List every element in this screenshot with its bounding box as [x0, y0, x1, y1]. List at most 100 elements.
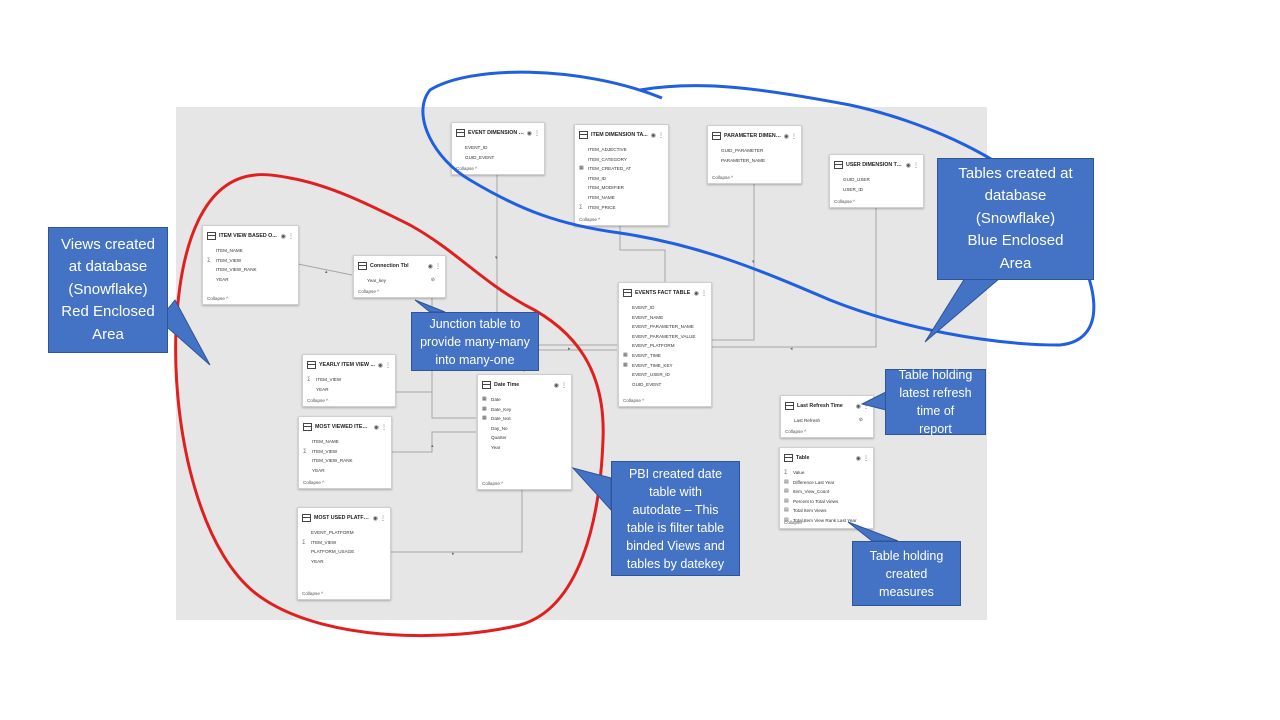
table-card[interactable]: MOST USED PLATFO...◉⋮ EVENT_PLATFORM∑ITEM… [297, 507, 391, 600]
field-item[interactable]: ∑ITEM_PRICE [579, 203, 668, 213]
more-options-icon[interactable]: ⋮ [385, 362, 391, 369]
more-options-icon[interactable]: ⋮ [435, 263, 441, 270]
field-item[interactable]: ▤Total Item Views [784, 506, 873, 516]
field-item[interactable]: ITEM_ADJECTIVE [588, 145, 668, 155]
eye-icon[interactable]: ◉ [526, 130, 532, 137]
collapse-button[interactable]: Collapse ^ [482, 481, 504, 486]
more-options-icon[interactable]: ⋮ [863, 403, 869, 410]
table-header[interactable]: MOST VIEWED ITEM ...◉⋮ [299, 417, 391, 434]
collapse-button[interactable]: Collapse ^ [579, 217, 601, 222]
collapse-button[interactable]: Collapse ^ [456, 166, 478, 171]
table-header[interactable]: EVENT DIMENSION T...◉⋮ [452, 123, 544, 140]
field-item[interactable]: ▤Total Item View Rank Last Year [784, 516, 873, 526]
collapse-button[interactable]: Collapse ^ [712, 175, 734, 180]
collapse-button[interactable]: Collapse ^ [784, 520, 806, 525]
field-item[interactable]: ITEM_CATEGORY [588, 155, 668, 165]
more-options-icon[interactable]: ⋮ [658, 132, 664, 139]
table-card[interactable]: Last Refresh Time◉⋮ Last Refresh⊘ Collapse… [780, 395, 874, 438]
field-item[interactable]: Quarter [491, 433, 571, 443]
table-header[interactable]: Connection Tbl◉⋮ [354, 256, 445, 273]
field-item[interactable]: ∑Value [784, 468, 873, 478]
field-item[interactable]: EVENT_USER_ID [632, 370, 711, 380]
field-item[interactable]: EVENT_PLATFORM [311, 528, 390, 538]
field-item[interactable]: ITEM_NAME [588, 193, 668, 203]
field-item[interactable]: Last Refresh⊘ [794, 416, 873, 426]
field-item[interactable]: ▦ITEM_CREATED_AT [579, 164, 668, 174]
field-item[interactable]: ∑ITEM_VIEW [307, 375, 395, 385]
eye-icon[interactable]: ◉ [427, 263, 433, 270]
eye-icon[interactable]: ◉ [553, 382, 559, 389]
field-item[interactable]: ITEM_NAME [216, 246, 298, 256]
eye-icon[interactable]: ◉ [280, 233, 286, 240]
field-item[interactable]: EVENT_PARAMETER_VALUE [632, 332, 711, 342]
field-item[interactable]: ITEM_VIEW_RANK [312, 456, 391, 466]
eye-icon[interactable]: ◉ [905, 162, 911, 169]
field-item[interactable]: ∑ITEM_VIEW [302, 538, 390, 548]
collapse-button[interactable]: Collapse ^ [307, 398, 329, 403]
collapse-button[interactable]: Collapse ^ [358, 289, 380, 294]
more-options-icon[interactable]: ⋮ [863, 455, 869, 462]
field-item[interactable]: PARAMETER_NAME [721, 156, 801, 166]
eye-icon[interactable]: ◉ [693, 290, 699, 297]
field-item[interactable]: EVENT_ID [632, 303, 711, 313]
field-item[interactable]: EVENT_PLATFORM [632, 341, 711, 351]
field-item[interactable]: PLATFORM_USAGE [311, 547, 390, 557]
field-item[interactable]: USER_ID [843, 185, 923, 195]
collapse-button[interactable]: Collapse ^ [303, 480, 325, 485]
field-item[interactable]: YEAR [311, 557, 390, 567]
field-item[interactable]: Day_No [491, 424, 571, 434]
field-item[interactable]: ▦Date [482, 395, 571, 405]
collapse-button[interactable]: Collapse ^ [623, 398, 645, 403]
field-item[interactable]: YEAR [216, 275, 298, 285]
field-item[interactable]: YEAR [316, 385, 395, 395]
field-item[interactable]: GUID_EVENT [632, 380, 711, 390]
field-item[interactable]: YEAR [312, 466, 391, 476]
more-options-icon[interactable]: ⋮ [701, 290, 707, 297]
collapse-button[interactable]: Collapse ^ [207, 296, 229, 301]
more-options-icon[interactable]: ⋮ [381, 424, 387, 431]
field-item[interactable]: Year [491, 443, 571, 453]
field-item[interactable]: ▦EVENT_TIME_KEY [623, 361, 711, 371]
field-item[interactable]: GUID_PARAMETER [721, 146, 801, 156]
table-header[interactable]: Table◉⋮ [780, 448, 873, 465]
field-item[interactable]: GUID_EVENT [465, 153, 544, 163]
field-item[interactable]: ▤Item_View_Count [784, 487, 873, 497]
collapse-button[interactable]: Collapse ^ [834, 199, 856, 204]
table-header[interactable]: PARAMETER DIMENS...◉⋮ [708, 126, 801, 143]
table-header[interactable]: EVENTS FACT TABLE◉⋮ [619, 283, 711, 300]
field-item[interactable]: ▦Date_text [482, 414, 571, 424]
more-options-icon[interactable]: ⋮ [561, 382, 567, 389]
eye-icon[interactable]: ◉ [377, 362, 383, 369]
table-card[interactable]: MOST VIEWED ITEM ...◉⋮ ITEM_NAME∑ITEM_VIE… [298, 416, 392, 489]
table-header[interactable]: USER DIMENSION TA...◉⋮ [830, 155, 923, 172]
table-card[interactable]: ITEM VIEW BASED O...◉⋮ ITEM_NAME∑ITEM_VIE… [202, 225, 299, 305]
eye-icon[interactable]: ◉ [650, 132, 656, 139]
table-card[interactable]: Connection Tbl◉⋮ Year_key⊘ Collapse ^ [353, 255, 446, 298]
table-header[interactable]: MOST USED PLATFO...◉⋮ [298, 508, 390, 525]
collapse-button[interactable]: Collapse ^ [785, 429, 807, 434]
field-item[interactable]: EVENT_ID [465, 143, 544, 153]
more-options-icon[interactable]: ⋮ [913, 162, 919, 169]
field-item[interactable]: EVENT_PARAMETER_NAME [632, 322, 711, 332]
field-item[interactable]: GUID_USER [843, 175, 923, 185]
field-item[interactable]: ▦EVENT_TIME [623, 351, 711, 361]
field-item[interactable]: ∑ITEM_VIEW [207, 256, 298, 266]
table-header[interactable]: Last Refresh Time◉⋮ [781, 396, 873, 413]
eye-icon[interactable]: ◉ [855, 455, 861, 462]
table-header[interactable]: ITEM VIEW BASED O...◉⋮ [203, 226, 298, 243]
eye-icon[interactable]: ◉ [373, 424, 379, 431]
field-item[interactable]: ▤Difference Last Year [784, 478, 873, 488]
field-item[interactable]: ▦Date_Key [482, 405, 571, 415]
field-item[interactable]: ∑ITEM_VIEW [303, 447, 391, 457]
field-item[interactable]: ITEM_NAME [312, 437, 391, 447]
field-item[interactable]: Year_key⊘ [367, 276, 445, 286]
table-header[interactable]: Date Time◉⋮ [478, 375, 571, 392]
field-item[interactable]: ITEM_ID [588, 174, 668, 184]
